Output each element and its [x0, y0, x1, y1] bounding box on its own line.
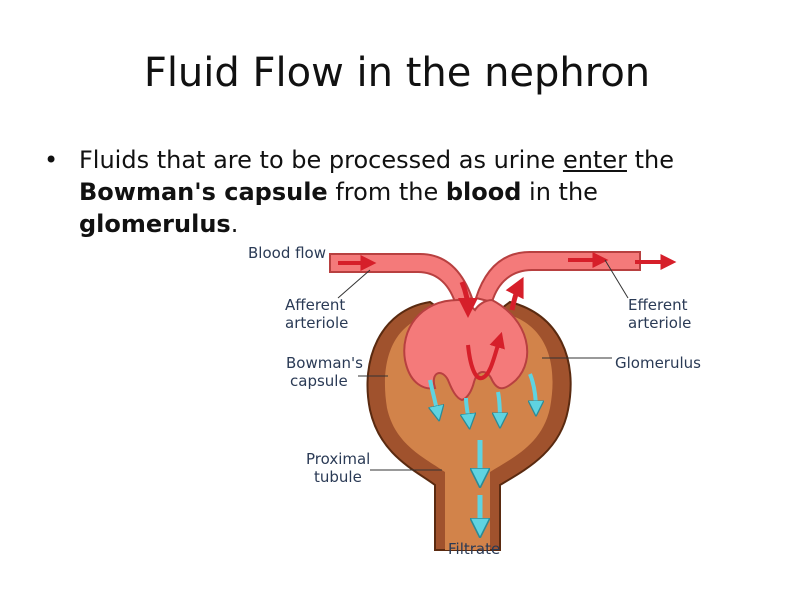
label-proximal-tubule: tubule — [314, 468, 362, 486]
label-proximal: Proximal — [306, 450, 370, 468]
label-afferent-arteriole: arteriole — [285, 314, 348, 332]
glomerulus-shape — [403, 298, 529, 402]
slide-title: Fluid Flow in the nephron — [143, 50, 651, 96]
bullet-text: Fluids that are to be processed as urine… — [79, 144, 739, 240]
bullet-text-part: in the — [521, 178, 598, 206]
bullet-enter: enter — [562, 146, 627, 174]
bullet-glomerulus: glomerulus — [79, 210, 231, 238]
filtrate-arrow — [498, 391, 500, 422]
nephron-diagram: Blood flow Afferent arteriole Efferent a… — [248, 244, 701, 558]
bullet-bowmans-capsule: Bowman's capsule — [79, 178, 328, 206]
blood-flow-arrow-down — [457, 281, 478, 318]
label-bowmans: Bowman's — [286, 354, 363, 372]
label-blood-flow: Blood flow — [248, 244, 326, 262]
label-bowmans-capsule: capsule — [290, 372, 348, 390]
label-glomerulus: Glomerulus — [615, 354, 701, 372]
label-afferent: Afferent — [285, 296, 345, 314]
filtrate-arrow — [466, 397, 469, 423]
leader-line-afferent — [337, 269, 371, 299]
blood-flow-arrow-up — [505, 276, 524, 311]
leader-line-efferent — [604, 259, 629, 299]
bullet-text-part: . — [230, 210, 239, 238]
bullet-text-part: from the — [327, 178, 446, 206]
label-efferent-arteriole: arteriole — [628, 314, 691, 332]
label-filtrate: Filtrate — [448, 540, 500, 558]
bullet-blood: blood — [445, 178, 522, 206]
bullet-marker: • — [44, 146, 59, 174]
blood-flow-arrow-loop — [466, 331, 505, 381]
filtrate-arrow — [428, 379, 438, 415]
filtrate-arrow — [530, 373, 536, 410]
bullet-text-part: the — [626, 146, 674, 174]
label-efferent: Efferent — [628, 296, 688, 314]
bullet-text-part: Fluids that are to be processed as urine — [79, 146, 563, 174]
